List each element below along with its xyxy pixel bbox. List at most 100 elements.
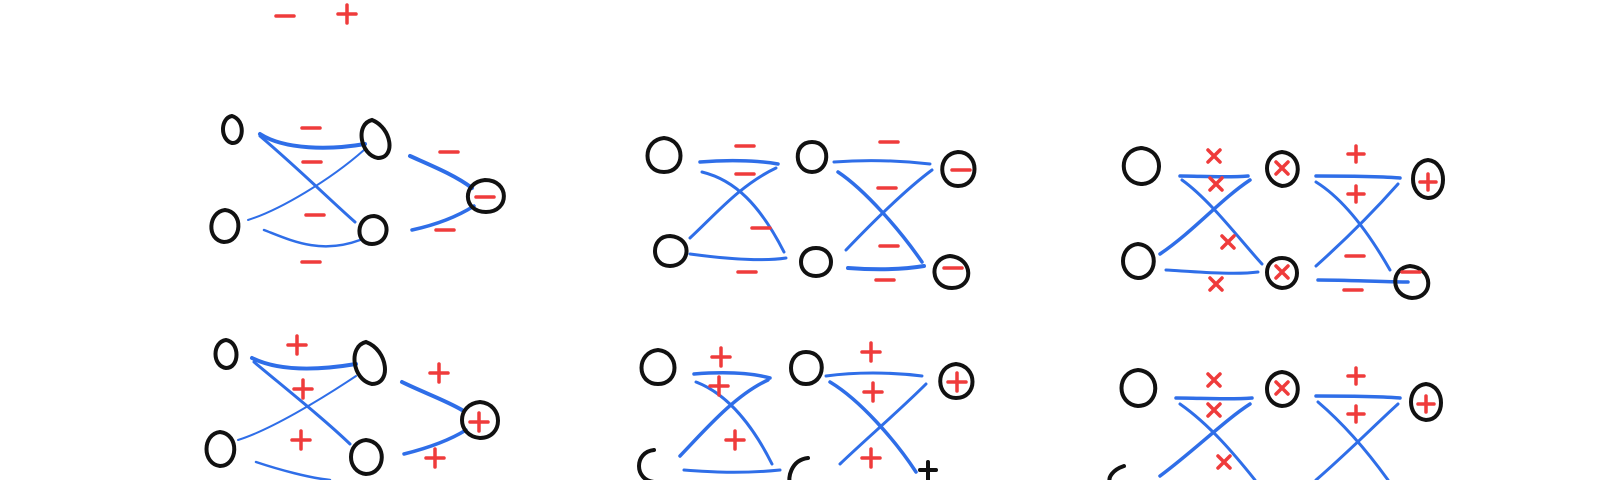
edge	[838, 382, 928, 466]
edge	[1158, 178, 1252, 256]
edge	[402, 428, 468, 456]
sign-plus	[860, 447, 882, 469]
node	[918, 460, 938, 480]
node	[799, 245, 833, 279]
sign-plus	[1346, 404, 1366, 424]
node	[1411, 157, 1445, 201]
sign-plus	[468, 411, 490, 433]
sign-plus	[724, 429, 746, 451]
edge	[237, 375, 357, 441]
edge	[688, 166, 778, 240]
sign-cross	[1274, 380, 1290, 396]
sign-cross	[1206, 372, 1222, 388]
edge	[1316, 400, 1390, 480]
edge	[828, 380, 918, 474]
edge	[692, 371, 772, 380]
node	[359, 117, 392, 161]
edge	[254, 460, 332, 480]
edge	[258, 134, 357, 224]
edge	[1314, 174, 1402, 180]
node	[1107, 464, 1126, 480]
panel-top-left	[209, 113, 506, 264]
node	[938, 361, 975, 401]
sign-plus	[1416, 394, 1436, 414]
node	[639, 347, 677, 387]
edge	[694, 380, 774, 466]
sign-plus	[286, 334, 308, 356]
sign-plus	[424, 447, 446, 469]
node	[352, 339, 387, 387]
node	[213, 337, 239, 371]
node	[795, 139, 829, 175]
sign-cross	[1206, 148, 1222, 164]
edge	[1316, 278, 1410, 284]
sign-plus	[862, 381, 884, 403]
node	[789, 349, 824, 387]
node	[1265, 255, 1299, 291]
edge	[1314, 180, 1392, 272]
sign-cross	[1216, 454, 1232, 470]
edge	[844, 168, 934, 252]
panel-top-middle	[645, 135, 977, 291]
sign-cross	[1220, 234, 1236, 250]
legend-plus	[336, 3, 358, 25]
edge	[1314, 182, 1400, 268]
edge	[1178, 174, 1250, 179]
edge	[700, 170, 786, 254]
node	[466, 177, 506, 215]
edge	[1158, 402, 1252, 478]
node	[1119, 367, 1158, 409]
node	[460, 399, 500, 441]
edge	[410, 204, 476, 232]
edge	[400, 380, 464, 412]
sign-plus	[1418, 172, 1438, 192]
sign-plus	[710, 346, 732, 368]
sign-cross	[1274, 264, 1290, 280]
edge	[250, 356, 358, 371]
sign-plus	[946, 371, 968, 393]
edge	[688, 252, 788, 262]
edge	[824, 371, 924, 378]
sign-plus	[708, 375, 730, 397]
sign-plus	[290, 429, 312, 451]
edge	[682, 468, 782, 474]
sign-cross	[1274, 160, 1290, 176]
node	[637, 448, 656, 480]
edge	[1180, 178, 1264, 266]
edge	[836, 170, 924, 264]
edge	[832, 159, 932, 166]
node	[787, 456, 810, 480]
edge	[1314, 394, 1402, 400]
sign-cross	[1208, 176, 1224, 192]
node	[653, 233, 689, 269]
edge	[846, 264, 926, 272]
edge	[678, 378, 770, 458]
edge	[1178, 402, 1257, 480]
sign-plus	[860, 341, 882, 363]
node	[1265, 369, 1300, 409]
node	[932, 253, 971, 291]
sign-plus	[292, 378, 314, 400]
node	[1393, 263, 1431, 301]
edge	[1164, 268, 1260, 275]
node	[1121, 145, 1161, 187]
panel-bottom-right	[1107, 366, 1443, 480]
node	[1409, 381, 1443, 423]
edge	[1314, 402, 1400, 480]
panel-bottom-left	[204, 334, 500, 480]
node	[645, 135, 683, 175]
sign-plus	[428, 362, 450, 384]
edge	[252, 360, 352, 446]
sign-cross	[1206, 402, 1222, 418]
node	[357, 213, 389, 247]
edge	[262, 228, 362, 248]
node	[209, 207, 241, 245]
node	[1265, 149, 1300, 189]
edge	[258, 132, 367, 150]
sign-plus	[1346, 366, 1366, 386]
node	[349, 437, 384, 477]
panel-bottom-middle	[637, 341, 975, 480]
edge	[247, 149, 365, 221]
node	[221, 113, 244, 145]
